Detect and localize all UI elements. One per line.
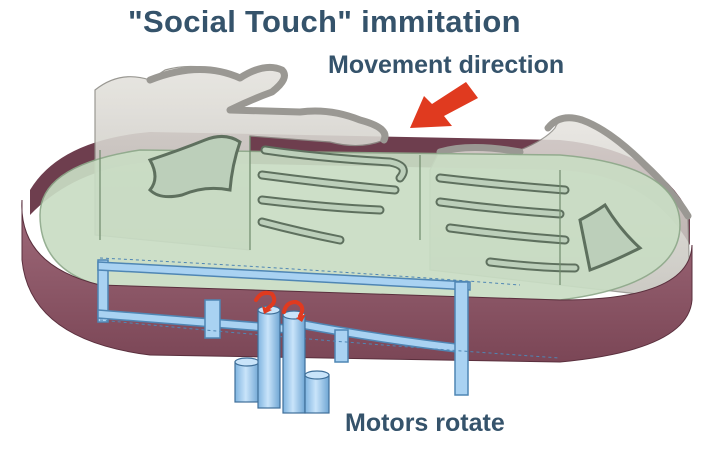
left-hand-rim — [146, 63, 389, 144]
rotation-arrow-icon — [254, 290, 305, 318]
diagram-title: "Social Touch" immitation — [128, 4, 521, 39]
left-palm-pad — [147, 135, 242, 199]
movement-direction-label: Movement direction — [328, 51, 565, 79]
mechanism-frame — [97, 259, 471, 396]
right-palm-pad — [578, 202, 643, 273]
motors-rotate-label: Motors rotate — [345, 409, 505, 437]
right-fingers-inner — [437, 175, 578, 271]
plate-seams — [99, 136, 561, 285]
arrow-down-left-icon — [410, 82, 478, 128]
mechanism-rails — [99, 257, 561, 359]
rotation-arrowhead-left — [262, 306, 272, 314]
rotation-arrowhead-right — [296, 314, 306, 322]
right-hand-rim — [436, 114, 692, 220]
left-fingers-inner — [259, 147, 406, 243]
